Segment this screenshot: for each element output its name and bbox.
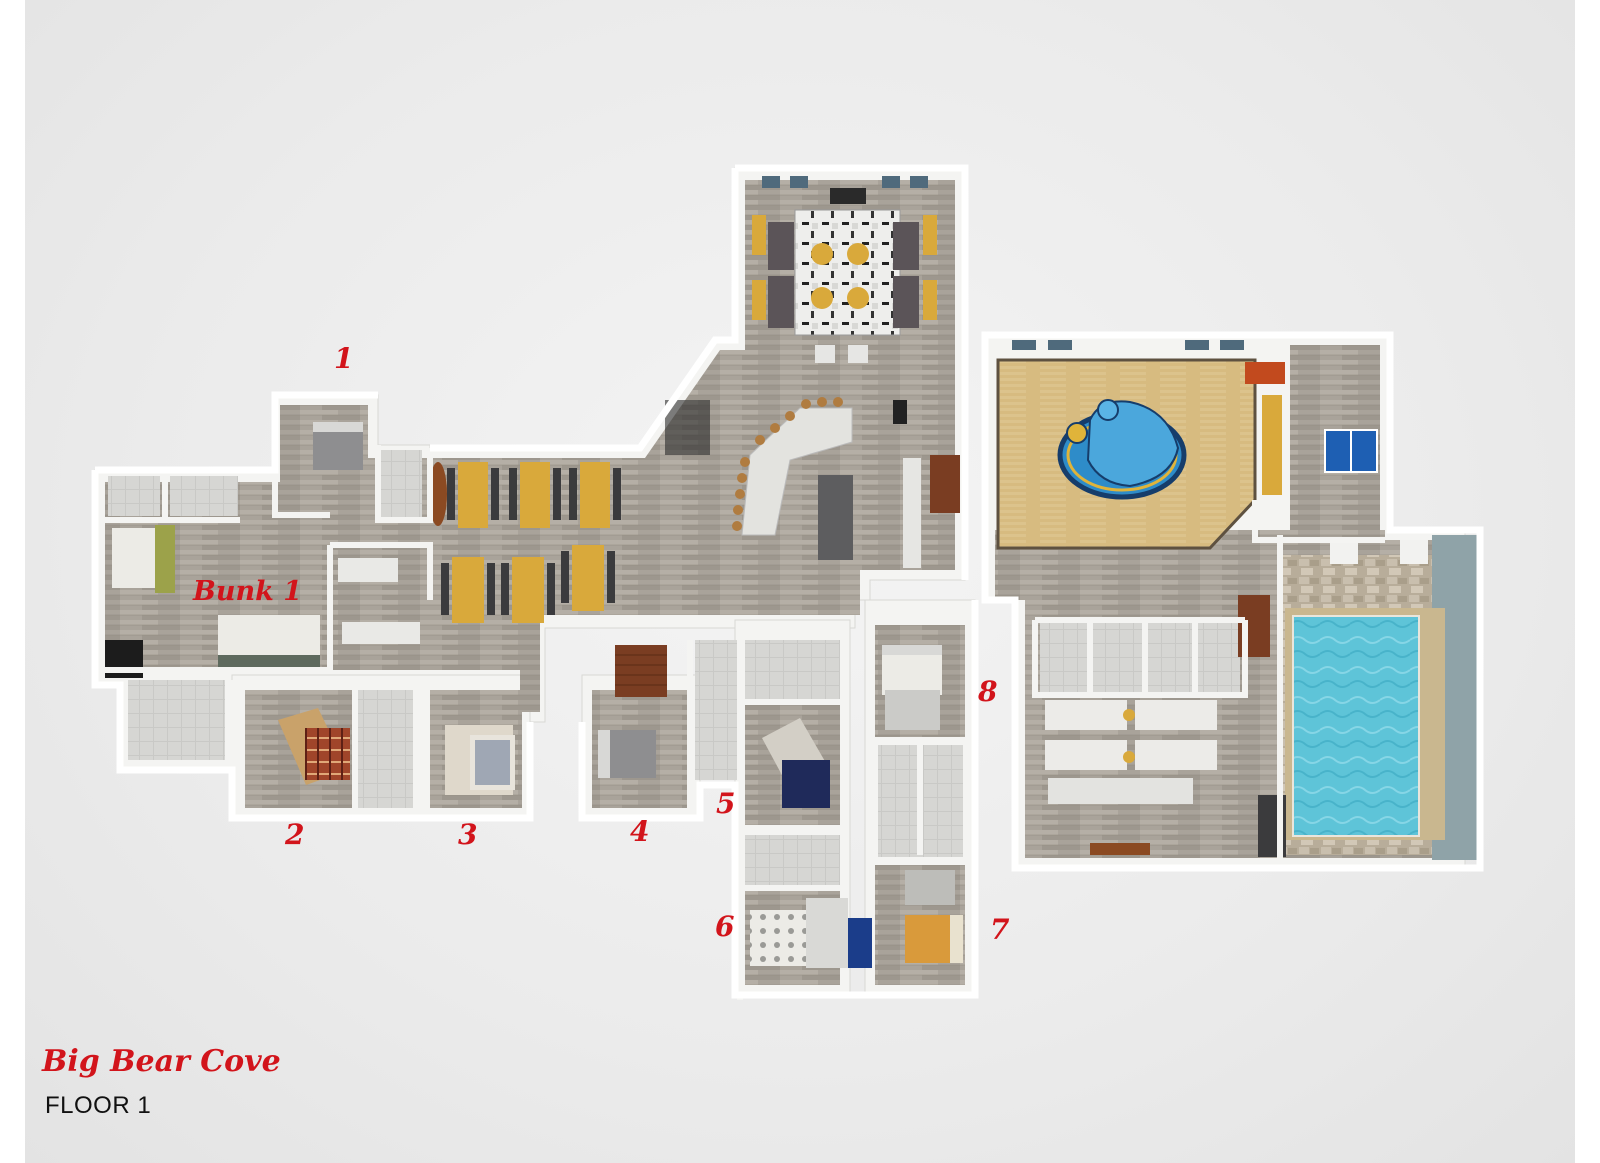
outer-walls	[91, 164, 1484, 999]
beds	[105, 422, 963, 968]
basketball-court	[996, 340, 1378, 550]
room-number-4: 4	[630, 815, 650, 848]
room-number-1: 1	[334, 342, 354, 375]
dining-tables	[338, 462, 621, 644]
room-number-6: 6	[715, 910, 735, 943]
room-number-2: 2	[285, 818, 305, 851]
room-number-3: 3	[458, 818, 478, 851]
room-number-5: 5	[716, 787, 736, 820]
kitchen	[732, 397, 960, 568]
pool-area	[1280, 535, 1480, 860]
lounge-sofas	[1045, 700, 1286, 857]
stairs	[615, 400, 1270, 697]
room-number-8: 8	[978, 675, 998, 708]
property-title: Big Bear Cove	[42, 1044, 281, 1079]
bunk-room-label: Bunk 1	[193, 576, 302, 607]
room-number-7: 7	[990, 913, 1010, 946]
living-room	[752, 176, 937, 363]
interior-walls	[105, 445, 1385, 1000]
floor-label: FLOOR 1	[45, 1092, 152, 1119]
